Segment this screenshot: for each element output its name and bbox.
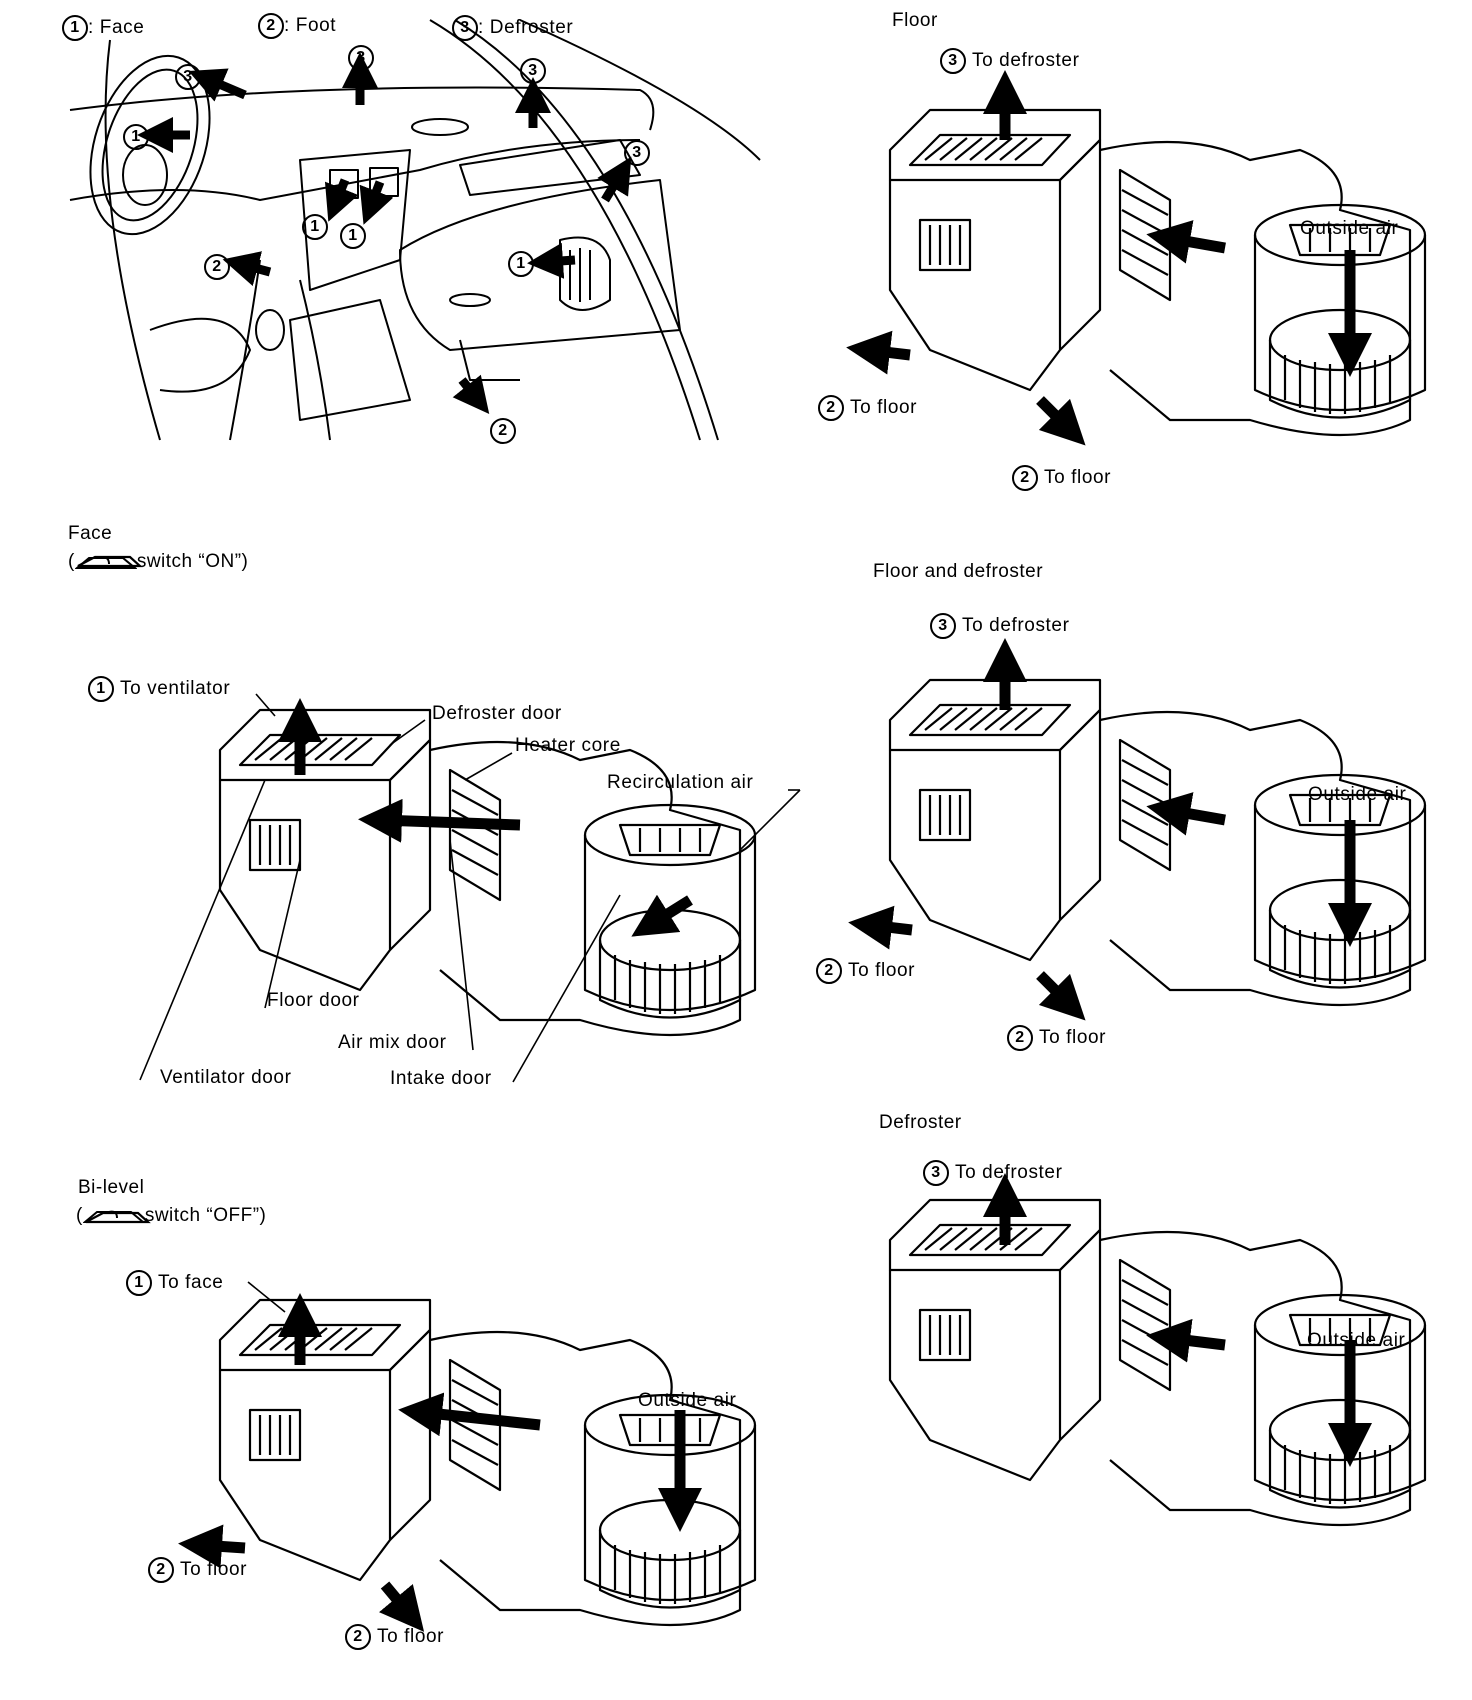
label-text: To floor [850, 397, 918, 419]
bilevel-outside-air: Outside air [638, 1390, 737, 1411]
dashboard-airflow-arrows [137, 52, 632, 415]
paren: ( [68, 551, 75, 572]
floor-title: Floor [892, 10, 938, 31]
fd-to-floor-right: 2 To floor [1007, 1025, 1106, 1051]
legend-defroster: 3: Defroster [452, 15, 573, 41]
floor-to-defroster: 3 To defroster [940, 48, 1080, 74]
dash-marker: 3 [348, 45, 374, 71]
floor-to-floor-right: 2 To floor [1012, 465, 1111, 491]
circled-number: 3 [940, 48, 966, 74]
bilevel-title: Bi-level [78, 1177, 145, 1198]
face-defroster-door: Defroster door [432, 703, 562, 724]
face-switch-line: ( switch “ON”) [68, 551, 248, 573]
switch-text: switch “ON”) [136, 551, 249, 572]
fd-to-defroster: 3 To defroster [930, 613, 1070, 639]
dash-marker: 3 [624, 140, 650, 166]
leader-lines [139, 693, 801, 1313]
dash-marker: 1 [123, 124, 149, 150]
label-text: To floor [1044, 467, 1112, 489]
face-air-mix-door: Air mix door [338, 1032, 447, 1053]
face-heater-core: Heater core [515, 735, 621, 756]
dash-marker: 1 [508, 251, 534, 277]
label-text: To floor [377, 1626, 445, 1648]
circled-number: 2 [1007, 1025, 1033, 1051]
dash-marker: 1 [302, 214, 328, 240]
bilevel-to-floor-right: 2 To floor [345, 1624, 444, 1650]
unit-airflow-arrows [178, 70, 1372, 1632]
dash-marker: 3 [520, 58, 546, 84]
floor-to-floor-left: 2 To floor [818, 395, 917, 421]
circled-number: 1 [126, 1270, 152, 1296]
circled-number: 1 [62, 15, 88, 41]
switch-icon [77, 555, 151, 1224]
label-text: To defroster [955, 1162, 1063, 1184]
def-outside-air: Outside air [1307, 1330, 1406, 1351]
fd-outside-air: Outside air [1308, 784, 1407, 805]
circled-number: 1 [88, 676, 114, 702]
switch-icon [74, 554, 138, 570]
circled-number: 2 [258, 13, 284, 39]
label-text: To face [158, 1272, 224, 1294]
switch-icon [82, 1208, 146, 1224]
face-floor-door: Floor door [267, 990, 360, 1011]
circled-number: 2 [148, 1557, 174, 1583]
circled-number: 3 [452, 15, 478, 41]
floor-outside-air: Outside air [1300, 218, 1399, 239]
circled-number: 2 [818, 395, 844, 421]
label-text: To defroster [972, 50, 1080, 72]
label-text: To ventilator [120, 678, 231, 700]
floor-defroster-title: Floor and defroster [873, 561, 1044, 582]
label-text: To defroster [962, 615, 1070, 637]
face-to-ventilator: 1 To ventilator [88, 676, 230, 702]
dash-marker: 2 [490, 418, 516, 444]
dash-marker: 1 [340, 223, 366, 249]
face-ventilator-door: Ventilator door [160, 1067, 292, 1088]
switch-text: switch “OFF”) [144, 1205, 267, 1226]
face-title: Face [68, 523, 113, 544]
label-text: To floor [180, 1559, 248, 1581]
legend-face: 1: Face [62, 15, 144, 41]
dash-marker: 3 [175, 64, 201, 90]
bilevel-to-face: 1 To face [126, 1270, 223, 1296]
legend-foot: 2: Foot [258, 13, 336, 39]
defroster-title: Defroster [879, 1112, 962, 1133]
circled-number: 2 [1012, 465, 1038, 491]
circled-number: 2 [816, 958, 842, 984]
circled-number: 2 [345, 1624, 371, 1650]
bilevel-switch-line: ( switch “OFF”) [76, 1205, 266, 1227]
face-recirculation-air: Recirculation air [607, 772, 754, 793]
legend-defroster-text: : Defroster [478, 17, 574, 39]
label-text: To floor [1039, 1027, 1107, 1049]
dash-marker: 2 [204, 254, 230, 280]
fd-to-floor-left: 2 To floor [816, 958, 915, 984]
bilevel-to-floor-left: 2 To floor [148, 1557, 247, 1583]
paren: ( [76, 1205, 83, 1226]
legend-face-text: : Face [88, 17, 145, 39]
dashboard-drawing [69, 19, 761, 441]
circled-number: 3 [930, 613, 956, 639]
face-intake-door: Intake door [390, 1068, 492, 1089]
label-text: To floor [848, 960, 916, 982]
circled-number: 3 [923, 1160, 949, 1186]
def-to-defroster: 3 To defroster [923, 1160, 1063, 1186]
legend-foot-text: : Foot [284, 15, 337, 37]
